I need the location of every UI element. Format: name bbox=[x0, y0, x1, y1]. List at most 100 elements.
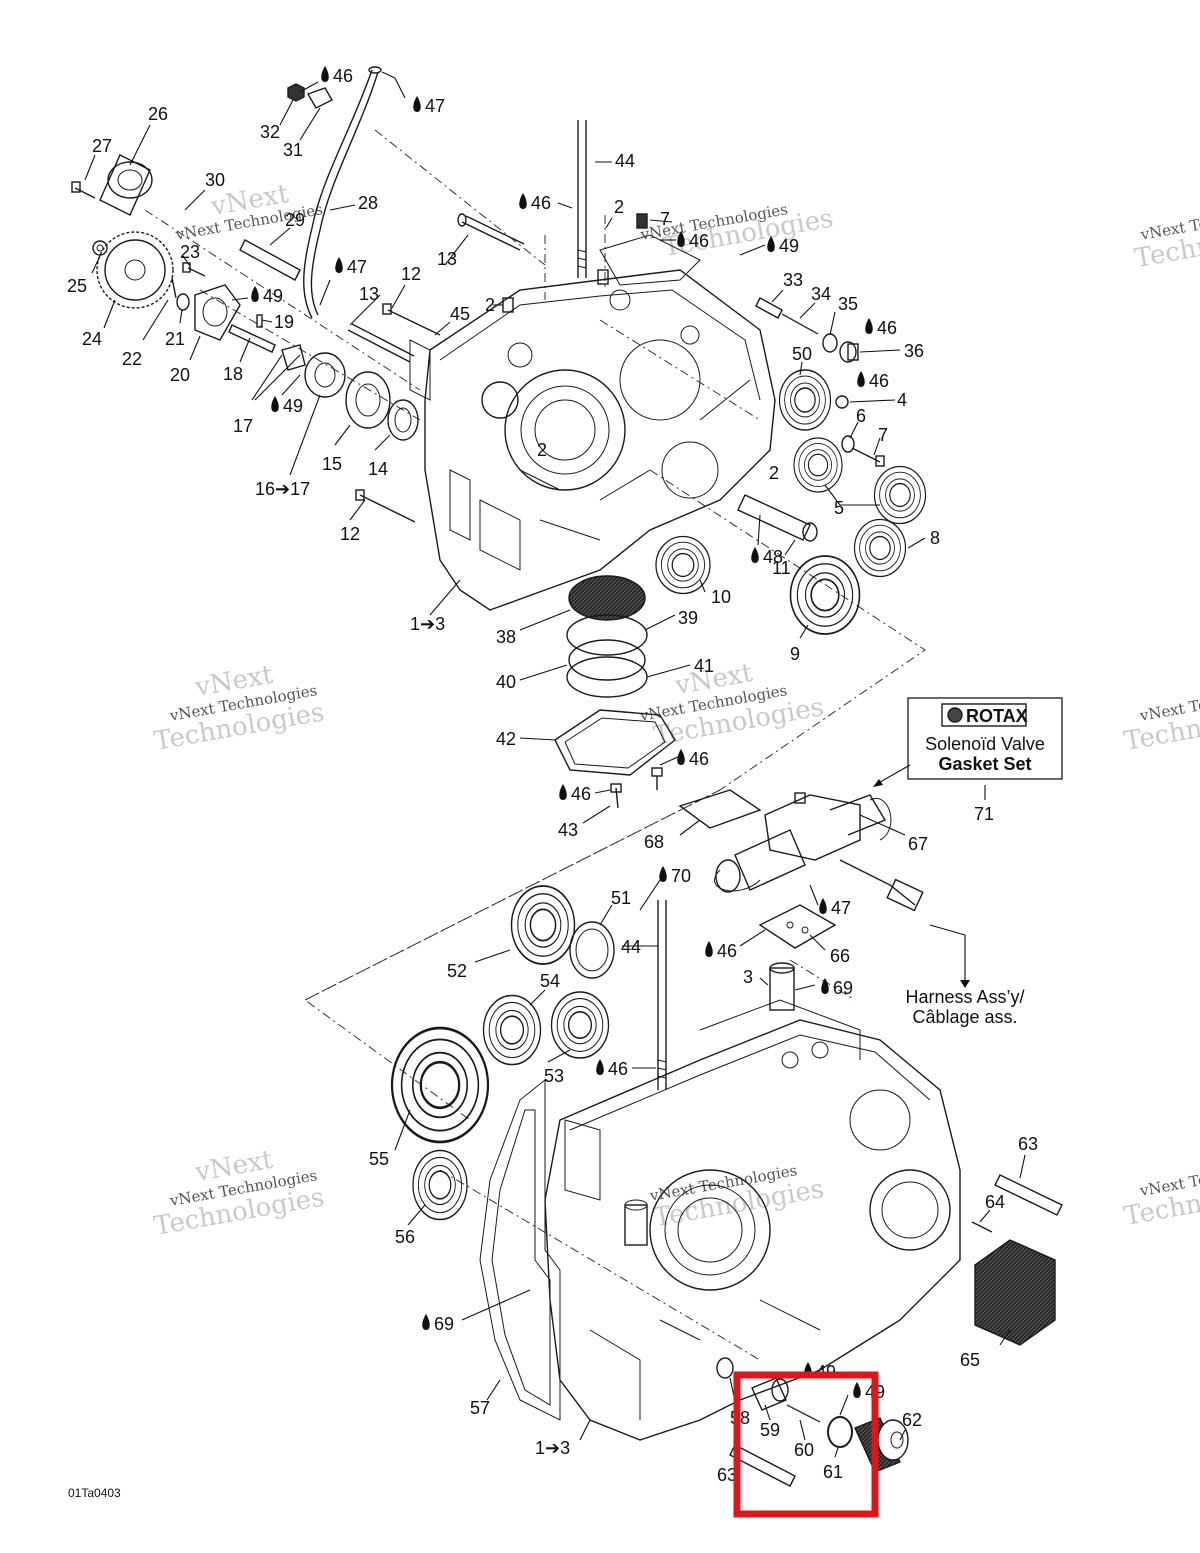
callout-number: 25 bbox=[67, 276, 87, 296]
oil-drop-icon bbox=[519, 193, 527, 209]
callout-number: 19 bbox=[274, 312, 294, 332]
callout-c13b: 13 bbox=[359, 284, 379, 304]
oil-drop-icon bbox=[865, 318, 873, 334]
part-gasket-41 bbox=[566, 656, 648, 698]
callout-c22: 22 bbox=[122, 349, 142, 369]
callout-number: 47 bbox=[347, 257, 367, 277]
part-nut-32 bbox=[287, 83, 305, 102]
callout-number: 1➔3 bbox=[410, 614, 445, 634]
part-filter-65 bbox=[974, 1239, 1056, 1346]
callout-c19: 19 bbox=[274, 312, 294, 332]
part-stub-58 bbox=[716, 1357, 734, 1379]
callout-number: 20 bbox=[170, 365, 190, 385]
oil-drop-icon bbox=[821, 978, 829, 994]
callout-number: 69 bbox=[434, 1314, 454, 1334]
callout-number: 41 bbox=[694, 656, 714, 676]
callout-c1b: 1➔3 bbox=[535, 1438, 570, 1458]
oil-drop-icon bbox=[659, 866, 667, 882]
callout-c15: 15 bbox=[322, 454, 342, 474]
callout-number: 67 bbox=[908, 834, 928, 854]
callout-number: 48 bbox=[763, 547, 783, 567]
part-bolt-12b bbox=[355, 489, 416, 523]
oil-drop-icon bbox=[705, 941, 713, 957]
part-spring-60 bbox=[786, 1404, 821, 1423]
callout-c65: 65 bbox=[960, 1350, 980, 1370]
oil-drop-icon bbox=[596, 1059, 604, 1075]
part-bolt-13b bbox=[347, 323, 415, 363]
callout-c27: 27 bbox=[92, 136, 112, 156]
part-gasket-40 bbox=[568, 639, 646, 681]
callout-c50: 50 bbox=[792, 344, 812, 364]
part-valve-59 bbox=[751, 1377, 789, 1411]
callout-c2a: 2 bbox=[614, 197, 624, 217]
callout-number: 34 bbox=[811, 284, 831, 304]
callout-c28: 28 bbox=[358, 193, 378, 213]
part-bolt-12a bbox=[382, 303, 441, 336]
callout-c23: 23 bbox=[180, 242, 200, 262]
callout-number: 1➔3 bbox=[535, 1438, 570, 1458]
callout-number: 14 bbox=[368, 459, 388, 479]
callout-c30: 30 bbox=[205, 170, 225, 190]
part-bearing-5b bbox=[873, 465, 927, 525]
callout-number: 16➔17 bbox=[255, 479, 310, 499]
callout-number: 31 bbox=[283, 140, 303, 160]
callout-c61: 61 bbox=[823, 1462, 843, 1482]
callout-number: 3 bbox=[743, 967, 753, 987]
callout-number: 28 bbox=[358, 193, 378, 213]
part-bearing-52 bbox=[510, 885, 576, 965]
part-stud-44a bbox=[577, 120, 587, 278]
callout-number: 26 bbox=[148, 104, 168, 124]
callout-c69a: 69 bbox=[821, 978, 853, 998]
leader-lines bbox=[84, 71, 1026, 1469]
part-plug-36 bbox=[839, 341, 859, 363]
callout-c45: 45 bbox=[450, 304, 470, 324]
callout-c25: 25 bbox=[67, 276, 87, 296]
callout-number: 61 bbox=[823, 1462, 843, 1482]
callout-number: 44 bbox=[615, 151, 635, 171]
callout-number: 13 bbox=[359, 284, 379, 304]
callout-number: 56 bbox=[395, 1227, 415, 1247]
callout-c20: 20 bbox=[170, 365, 190, 385]
callout-c46f: 46 bbox=[677, 749, 709, 769]
part-bearing-9 bbox=[789, 555, 861, 635]
callout-c48: 48 bbox=[751, 547, 783, 567]
oil-drop-icon bbox=[677, 749, 685, 765]
callout-c29: 29 bbox=[285, 210, 305, 230]
oil-drop-icon bbox=[677, 231, 685, 247]
callout-number: 51 bbox=[611, 888, 631, 908]
callout-number: 40 bbox=[496, 672, 516, 692]
callout-c55: 55 bbox=[369, 1149, 389, 1169]
callout-number: 46 bbox=[689, 231, 709, 251]
part-bushing-3 bbox=[769, 962, 795, 1011]
oil-drop-icon bbox=[751, 547, 759, 563]
callout-number: 65 bbox=[960, 1350, 980, 1370]
callout-c12b: 12 bbox=[340, 524, 360, 544]
callout-c47c: 47 bbox=[819, 898, 851, 918]
callout-c2c: 2 bbox=[537, 440, 547, 460]
callout-c24: 24 bbox=[82, 329, 102, 349]
callout-number: 12 bbox=[340, 524, 360, 544]
callout-number: 36 bbox=[904, 341, 924, 361]
part-pin-63a bbox=[994, 1174, 1063, 1216]
part-bolt-23 bbox=[182, 262, 206, 277]
callout-c5: 5 bbox=[834, 498, 844, 518]
callout-c63a: 63 bbox=[1018, 1134, 1038, 1154]
callout-c21: 21 bbox=[165, 329, 185, 349]
callout-c6: 6 bbox=[856, 406, 866, 426]
part-washer-21 bbox=[176, 293, 190, 311]
callout-number: 35 bbox=[838, 294, 858, 314]
part-gasket-66 bbox=[758, 904, 837, 949]
callout-c17: 17 bbox=[233, 416, 253, 436]
part-clip-31 bbox=[306, 87, 333, 109]
part-solenoid-67 bbox=[714, 792, 924, 912]
part-bolt-43 bbox=[610, 783, 622, 809]
rotax-box-line2: Gasket Set bbox=[938, 754, 1031, 774]
callout-number: 10 bbox=[711, 587, 731, 607]
callout-number: 8 bbox=[930, 528, 940, 548]
part-shaft-18 bbox=[228, 324, 276, 353]
callout-c14: 14 bbox=[368, 459, 388, 479]
part-rotor-17 bbox=[281, 344, 306, 371]
callout-c68: 68 bbox=[644, 832, 664, 852]
